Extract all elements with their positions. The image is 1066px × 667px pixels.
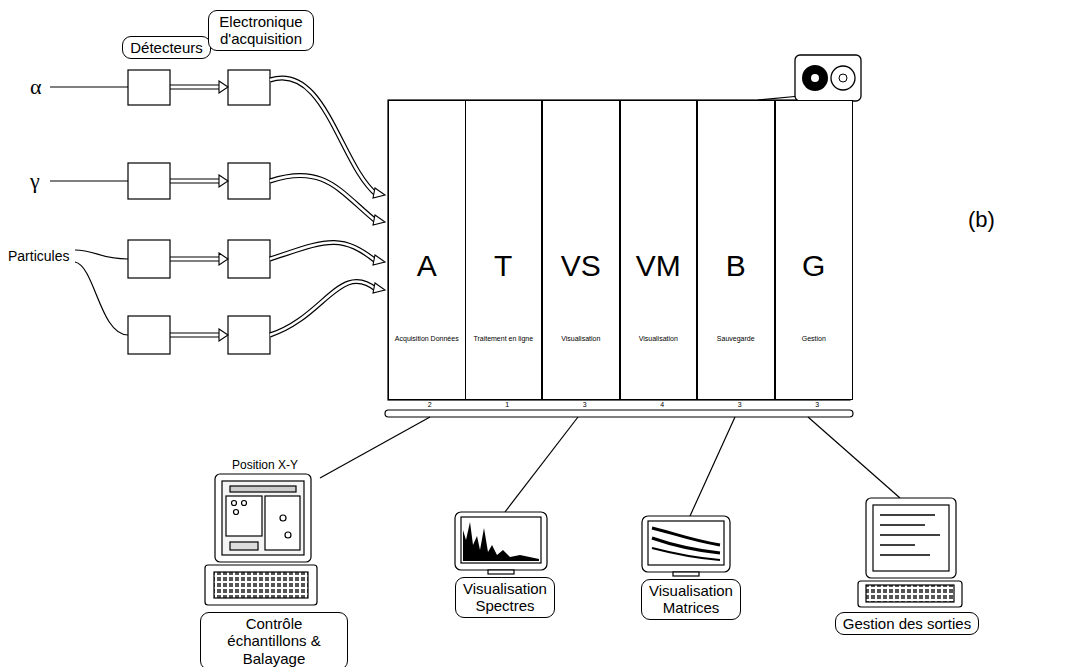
rack-module: A Acquisition Données [388, 100, 466, 400]
workstation [205, 474, 317, 605]
double-arrows [170, 78, 385, 341]
station-caption: Visualisation Matrices [641, 579, 741, 620]
box-text: Electronique d'acquisition [215, 13, 307, 48]
panel-label: (b) [968, 209, 995, 231]
module-name: Sauvegarde [715, 335, 757, 343]
stage-label: Détecteurs [122, 36, 211, 59]
module-letter: T [494, 251, 512, 281]
screen-label: Position X-Y [232, 459, 298, 471]
module-letter: A [417, 251, 437, 281]
slot-number: 2 [428, 401, 432, 408]
rack-module: VS Visualisation [542, 100, 620, 400]
rack [385, 100, 853, 417]
stage-label: Electronique d'acquisition [208, 10, 314, 51]
module-letter: B [726, 251, 746, 281]
module-name: Visualisation [637, 335, 680, 343]
rack-module: B Sauvegarde [697, 100, 775, 400]
bus-drops [320, 417, 900, 516]
module-letter: VS [561, 251, 601, 281]
slot-number: 4 [660, 401, 664, 408]
slot-number: 1 [505, 401, 509, 408]
particle-symbol: γ [30, 170, 40, 192]
module-name: Visualisation [559, 335, 602, 343]
rack-module: VM Visualisation [620, 100, 698, 400]
station-caption: Contrôle échantillons & Balayage [200, 612, 348, 667]
station-caption: Visualisation Spectres [455, 577, 555, 618]
module-letter: G [802, 251, 825, 281]
rack-module: G Gestion [775, 100, 854, 400]
detector-boxes [128, 70, 270, 354]
particle-label: Particules [8, 249, 69, 263]
slot-number: 3 [738, 401, 742, 408]
box-text: Détecteurs [129, 39, 204, 56]
management-terminal [858, 498, 962, 607]
signal-wires [50, 87, 128, 335]
rack-module: T Traitement en ligne [465, 100, 543, 400]
spectrum-monitor [455, 512, 547, 574]
slot-number: 3 [815, 401, 819, 408]
station-caption: Gestion des sorties [835, 612, 979, 635]
matrix-monitor [642, 516, 730, 576]
particle-symbol: α [30, 76, 42, 98]
module-letter: VM [636, 251, 681, 281]
module-name: Acquisition Données [393, 335, 461, 343]
slot-number: 3 [583, 401, 587, 408]
box-text: Visualisation Matrices [648, 582, 734, 617]
module-name: Gestion [800, 335, 828, 343]
module-name: Traitement en ligne [471, 335, 535, 343]
tape-unit [758, 55, 861, 101]
box-text: Contrôle échantillons & Balayage [207, 615, 341, 667]
box-text: Gestion des sorties [842, 615, 972, 632]
box-text: Visualisation Spectres [462, 580, 548, 615]
